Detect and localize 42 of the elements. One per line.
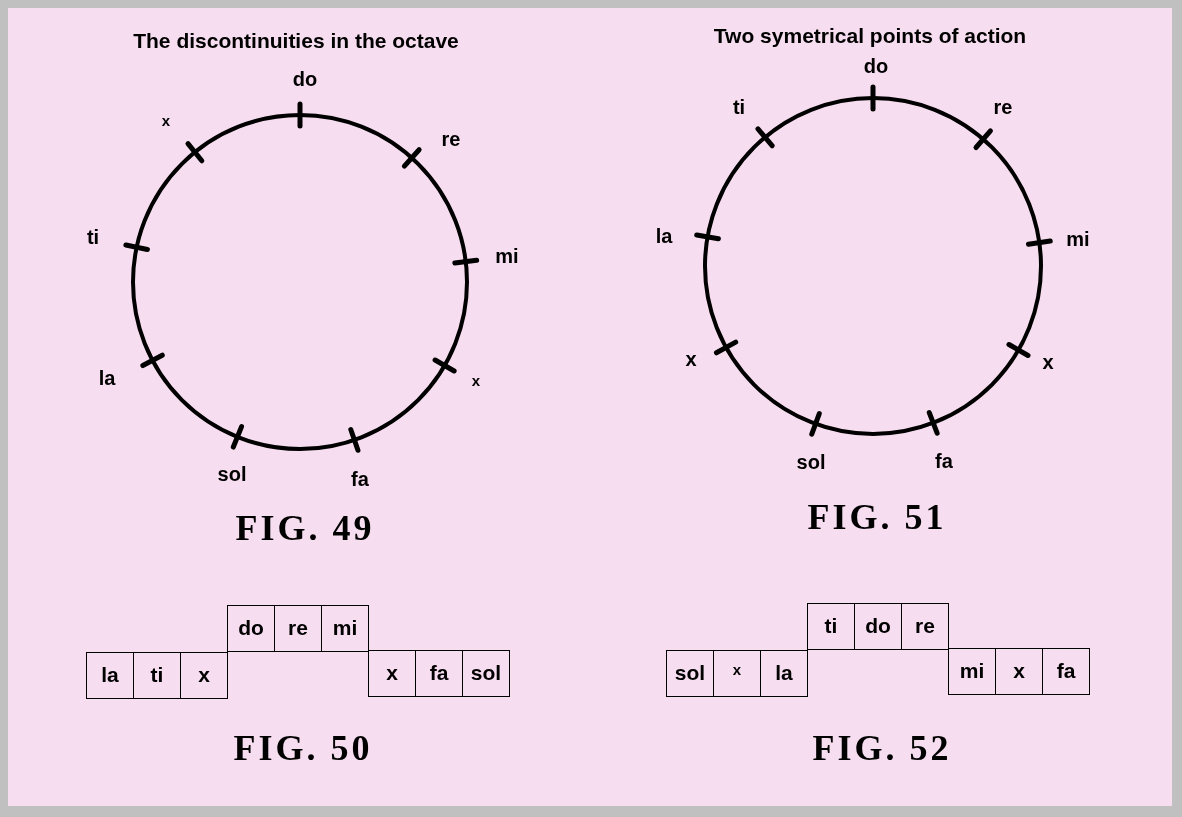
note-label: fa bbox=[351, 469, 369, 489]
note-cell: do bbox=[227, 605, 275, 652]
note-label: mi bbox=[1066, 229, 1090, 249]
note-label: fa bbox=[935, 451, 953, 471]
note-label: sol bbox=[796, 452, 826, 472]
note-cell: ti bbox=[807, 603, 855, 650]
note-cell: la bbox=[86, 652, 134, 699]
note-cell: x bbox=[713, 650, 761, 697]
note-label: la bbox=[655, 226, 673, 246]
note-cell: x bbox=[368, 650, 416, 697]
figure-caption: FIG. 52 bbox=[812, 730, 952, 766]
note-cell: ti bbox=[133, 652, 181, 699]
note-cell: mi bbox=[948, 648, 996, 695]
note-cell: fa bbox=[415, 650, 463, 697]
figure-caption: FIG. 50 bbox=[233, 730, 373, 766]
note-label: re bbox=[993, 97, 1013, 117]
figure-heading: Two symetrical points of action bbox=[713, 24, 1027, 46]
note-label: re bbox=[441, 129, 461, 149]
note-cell: mi bbox=[321, 605, 369, 652]
note-cell: do bbox=[854, 603, 902, 650]
note-label: x bbox=[1042, 352, 1054, 372]
figure-caption: FIG. 49 bbox=[235, 510, 375, 546]
figure-caption: FIG. 51 bbox=[807, 499, 947, 535]
note-label: ti bbox=[86, 227, 100, 247]
note-cell: fa bbox=[1042, 648, 1090, 695]
note-cell: la bbox=[760, 650, 808, 697]
note-label: do bbox=[863, 56, 889, 76]
note-cell: x bbox=[995, 648, 1043, 695]
note-cell: re bbox=[901, 603, 949, 650]
note-cell: sol bbox=[666, 650, 714, 697]
note-label: sol bbox=[217, 464, 247, 484]
note-label: x bbox=[471, 372, 481, 388]
note-label: do bbox=[292, 69, 318, 89]
figure-heading: The discontinuities in the octave bbox=[133, 29, 459, 51]
note-label: ti bbox=[732, 97, 746, 117]
note-label: la bbox=[98, 368, 116, 388]
note-cell: x bbox=[180, 652, 228, 699]
note-cell: re bbox=[274, 605, 322, 652]
note-label: x bbox=[161, 112, 171, 128]
note-cell: sol bbox=[462, 650, 510, 697]
note-label: mi bbox=[495, 246, 519, 266]
note-label: x bbox=[685, 349, 697, 369]
